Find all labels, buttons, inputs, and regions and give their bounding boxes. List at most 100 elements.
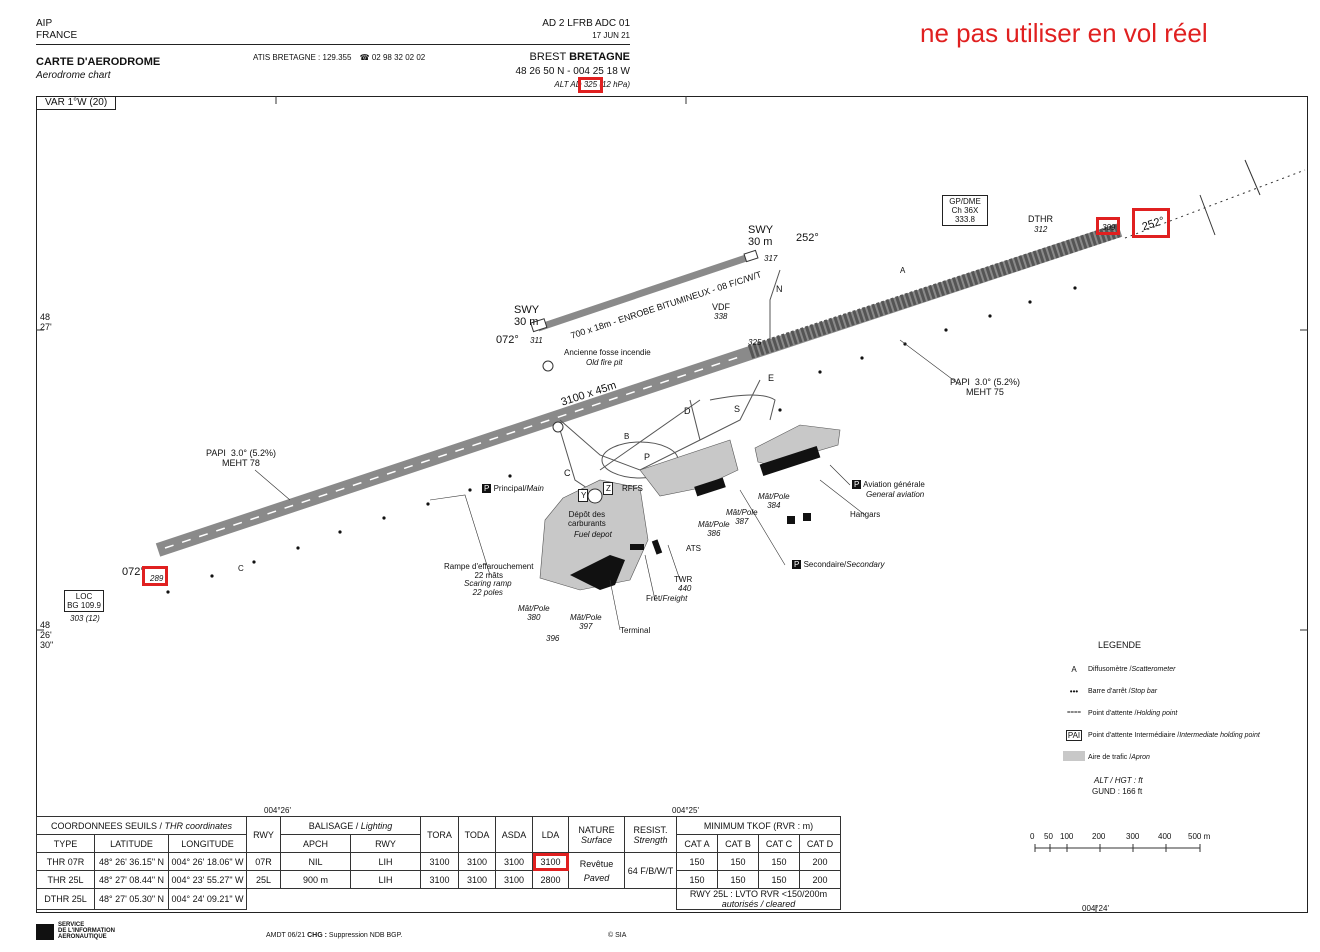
th-lda: LDA: [532, 816, 569, 853]
header-rule: [36, 44, 630, 45]
parking-secondary: P Secondaire/Secondary: [792, 560, 885, 569]
table-row: DTHR 25L 48° 27' 05.30" N 004° 24' 09.21…: [36, 888, 841, 910]
airport-name: BREST BRETAGNE: [529, 51, 630, 63]
elev-309: 309: [1102, 223, 1116, 232]
stop-bar-icon: •••: [1069, 686, 1079, 696]
elev-312: 312: [1034, 225, 1048, 234]
twr-elev: 440: [678, 584, 692, 593]
graticule-ticks: [36, 96, 1308, 913]
th-apch: APCH: [280, 834, 351, 853]
elev-309-highlight: [1096, 217, 1120, 235]
taxiway-d: D: [684, 406, 691, 416]
legend-item: •••Barre d'arrêt / Stop bar: [1060, 680, 1290, 702]
approach-lights-east: [1124, 159, 1306, 239]
apron-swatch-icon: [1060, 751, 1088, 763]
main-runway: [155, 223, 1123, 557]
th-coordinates: COORDONNEES SEUILS / THR coordinates: [36, 816, 247, 835]
th-cat-b: CAT B: [717, 834, 759, 853]
lon-label-bottom: 004°24': [1082, 904, 1109, 913]
legend-item: ====Point d'attente / Holding point: [1060, 702, 1290, 724]
alt-highlight-box: [578, 77, 603, 93]
lon-label-right: 004°25': [672, 806, 699, 815]
papi-west: PAPI 3.0° (5.2%) MEHT 78: [206, 448, 276, 468]
taxiway-n: N: [776, 284, 783, 294]
pole-384: Mât/Pole 384: [758, 492, 790, 510]
legend-item: Aire de trafic / Apron: [1060, 746, 1290, 768]
vdf-elev: 338: [714, 312, 728, 321]
th-cat-c: CAT C: [758, 834, 800, 853]
fire-pit-label: Ancienne fosse incendie: [564, 348, 651, 357]
lat-north-label: 48 27': [40, 312, 52, 332]
hangars-label: Hangars: [850, 510, 881, 519]
atis-freq: ATIS BRETAGNE : 129.355: [253, 53, 352, 62]
country-label: FRANCE: [36, 30, 78, 41]
chart-subtitle: Aerodrome chart: [36, 70, 111, 81]
twr-label: TWR: [674, 575, 693, 584]
heading-25-highlight: [1132, 208, 1170, 238]
th-toda: TODA: [458, 816, 496, 853]
elev-311: 311: [530, 336, 543, 345]
fuel-depot-label-en: Fuel depot: [574, 530, 612, 539]
heading-swy-west: 072°: [496, 334, 519, 346]
airport-coords: 48 26 50 N - 004 25 18 W: [515, 66, 630, 77]
taxiway-e: E: [768, 373, 775, 383]
gp-dme-box: GP/DME Ch 36X 333.8: [942, 195, 988, 226]
th-cat-d: CAT D: [799, 834, 841, 853]
heading-swy-east: 252°: [796, 232, 819, 244]
elev-325: 325: [748, 338, 762, 347]
th-latitude: LATITUDE: [94, 834, 169, 853]
parking-icon: P: [852, 480, 862, 489]
scale-bar: [1034, 844, 1201, 852]
gund-note: GUND : 166 ft: [1092, 787, 1143, 796]
lon-label-left: 004°26': [264, 806, 291, 815]
ats-label: ATS: [686, 544, 701, 553]
alt-note: ALT / HGT : ft: [1094, 776, 1143, 785]
papi-east: PAPI 3.0° (5.2%) MEHT 75: [950, 377, 1020, 397]
atis-info: ATIS BRETAGNE : 129.355 ☎ 02 98 32 02 02: [253, 53, 425, 62]
taxiway-s: S: [734, 404, 741, 414]
buildings: [570, 446, 821, 590]
alt-value: 325: [583, 80, 598, 89]
holding-point-icon: ====: [1066, 710, 1081, 716]
sia-logo-text: SERVICE DE L'INFORMATION AERONAUTIQUE: [58, 922, 115, 940]
lda-highlight-cell: 3100: [532, 852, 569, 871]
pole-387: Mât/Pole 387: [726, 508, 758, 526]
swy-east: SWY 30 m: [748, 224, 774, 248]
parking-icon: P: [792, 560, 802, 569]
scaring-ramp-en: Scaring ramp 22 poles: [464, 579, 512, 597]
th-lighting: BALISAGE / Lighting: [280, 816, 421, 835]
th-rwy-lighting: RWY: [350, 834, 421, 853]
loc-elev: 303 (12): [70, 614, 100, 623]
taxiway-p: P: [644, 452, 651, 462]
table-row: THR 07R 48° 26' 36.15" N 004° 26' 18.06"…: [36, 852, 841, 889]
parking-icon: P: [482, 484, 492, 493]
parallel-taxiway: [530, 249, 759, 333]
vdf-label: VDF: [712, 302, 730, 312]
scatterometer-a: A: [900, 266, 906, 275]
chart-date: 17 JUN 21: [592, 31, 630, 40]
taxiway-c: C: [564, 468, 571, 478]
fuel-depot-label: Dépôt des carburants: [568, 510, 606, 528]
chart-title: CARTE D'AERODROME: [36, 56, 161, 68]
sia-logo-icon: [36, 924, 54, 940]
loc-box: LOC BG 109.9: [64, 590, 104, 612]
variation-box: VAR 1°W (20): [36, 96, 116, 110]
airport-alt: ALT AD 325 (12 hPa): [554, 80, 630, 89]
th-tkof: MINIMUM TKOF (RVR : m): [676, 816, 841, 835]
th-tora: TORA: [420, 816, 459, 853]
scaring-ramp: Rampe d'effarouchement 22 mâts: [444, 562, 534, 580]
th-asda: ASDA: [495, 816, 533, 853]
terminal-label: Terminal: [620, 626, 651, 635]
map-circles: [542, 360, 603, 504]
lat-south-label: 48 26' 30": [40, 620, 54, 650]
th-type: TYPE: [36, 834, 95, 853]
threshold-table: COORDONNEES SEUILS / THR coordinates RWY…: [36, 816, 841, 910]
parking-main: P Principal/Main: [482, 484, 544, 493]
